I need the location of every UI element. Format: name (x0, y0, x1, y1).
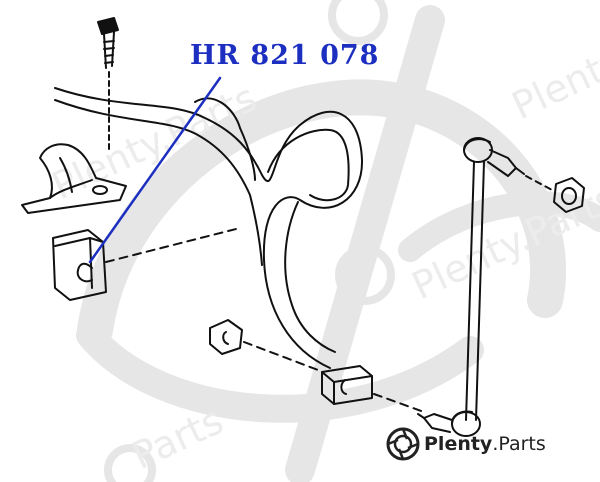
part-number-label: HR 821 078 (190, 40, 380, 71)
brand-watermark: Plenty.Parts (386, 427, 546, 461)
mounting-bracket (21, 143, 127, 214)
bar-end-nut (209, 319, 319, 371)
stabilizer-bar (54, 87, 364, 369)
camera-aperture-icon (386, 427, 420, 461)
brand-name: Plenty (424, 433, 493, 455)
brand-tld: .Parts (492, 433, 546, 455)
svg-text:Parts: Parts (125, 398, 230, 478)
stabilizer-bushing (52, 227, 241, 301)
svg-text:Plenty.: Plenty. (505, 35, 600, 128)
link-nut (553, 177, 585, 213)
stabilizer-link (417, 137, 553, 437)
bracket-bolt (97, 17, 119, 151)
bar-end-bushing (321, 365, 425, 413)
callout-leader (88, 76, 222, 264)
